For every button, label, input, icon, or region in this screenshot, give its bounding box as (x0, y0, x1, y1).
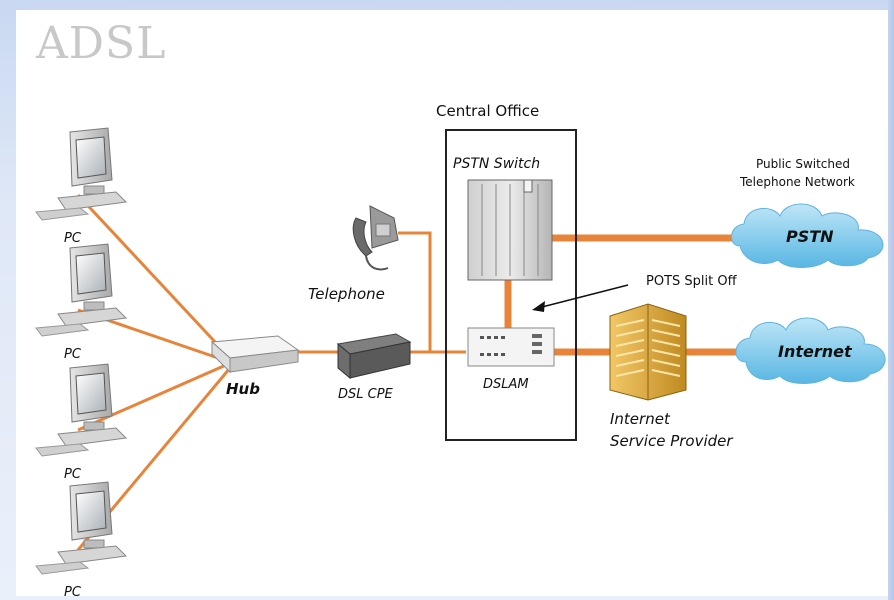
pstn-network-label-line1: Public Switched (756, 157, 850, 171)
dsl-cpe-device: DSL CPE (336, 333, 412, 402)
telephone-label: Telephone (308, 285, 385, 303)
central-office-box (445, 129, 577, 441)
pots-split-off-annotation: POTS Split Off (532, 274, 738, 312)
pc-3: PC (35, 363, 128, 482)
adsl-network-diagram: PC PC PC PC (35, 102, 886, 596)
pstn-network-label-line2: Telephone Network (739, 175, 855, 189)
background-edge (888, 0, 894, 600)
pc-label: PC (64, 347, 82, 362)
slide-title: ADSL (36, 18, 167, 69)
pc1-hub-link (76, 193, 232, 360)
isp-building: Internet Service Provider (609, 303, 733, 450)
dslam-label: DSLAM (483, 377, 529, 392)
pc-label: PC (64, 467, 82, 482)
dslam-device: DSLAM (467, 327, 555, 392)
isp-label-line1: Internet (610, 410, 671, 428)
central-office-label: Central Office (436, 102, 539, 120)
central-office: Central Office PSTN Switch (436, 102, 577, 441)
isp-label-line2: Service Provider (610, 432, 733, 450)
pc-1: PC (35, 127, 128, 246)
dsl-cpe-label: DSL CPE (338, 387, 394, 402)
slide: ADSL (16, 10, 888, 596)
pc-4: PC (35, 481, 128, 596)
telephone-link (398, 231, 432, 352)
internet-cloud-label: Internet (778, 342, 853, 361)
pstn-cloud: PSTN Public Switched Telephone Network (731, 157, 884, 268)
telephone-icon: Telephone (308, 205, 399, 303)
hub-device: Hub (210, 335, 300, 398)
pc3-hub-link (77, 363, 227, 432)
pstn-cloud-label: PSTN (786, 227, 834, 246)
connection-lines (76, 193, 738, 551)
pc-label: PC (64, 585, 82, 596)
pstn-switch-label: PSTN Switch (453, 156, 540, 172)
pstn-switch-device (467, 179, 553, 281)
pc-label: PC (64, 231, 82, 246)
hub-label: Hub (226, 380, 260, 398)
pc-2: PC (35, 243, 128, 362)
internet-cloud: Internet (735, 317, 886, 384)
pots-split-off-label: POTS Split Off (646, 274, 738, 289)
